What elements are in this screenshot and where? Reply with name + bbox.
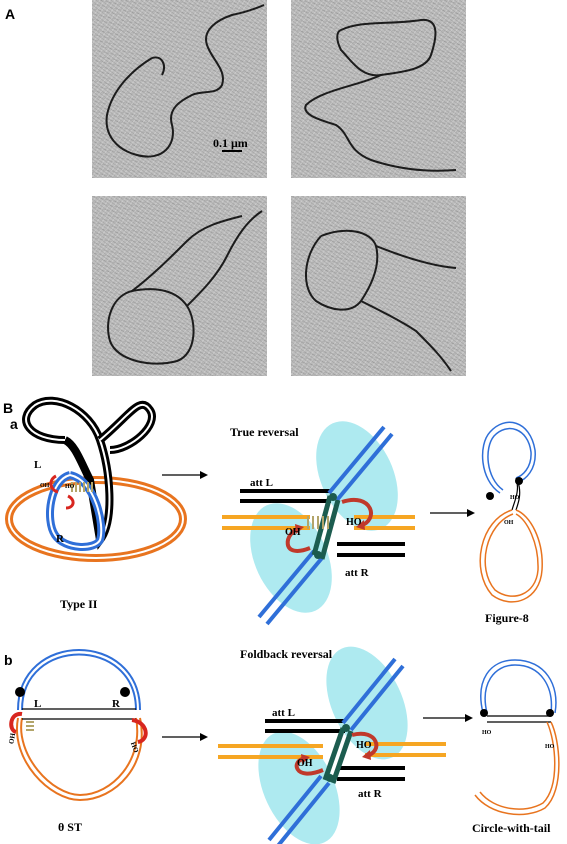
dna-molecule-trace — [304, 18, 457, 172]
label-HO-figure8: HO — [510, 495, 520, 501]
arrowhead — [465, 714, 473, 722]
panel-label-B: B — [3, 400, 14, 416]
circle-with-tail-structure — [474, 659, 560, 816]
arrowhead — [467, 509, 475, 517]
caption-type-ii: Type II — [60, 597, 98, 611]
caption-circle-with-tail: Circle-with-tail — [472, 821, 551, 835]
arrowhead — [200, 733, 208, 741]
label-attL-row-a: att L — [250, 477, 273, 489]
caption-figure-8: Figure-8 — [485, 611, 529, 625]
label-HO-circle-tail-left: HO — [482, 730, 492, 736]
micrograph-top-left: 0.1 μm — [92, 0, 267, 178]
label-R-row-a: R — [56, 533, 65, 545]
label-R-row-b: R — [112, 698, 121, 710]
label-HO-row-b: HO — [356, 740, 372, 751]
true-reversal-structure — [222, 421, 415, 626]
dna-molecule-trace — [304, 229, 457, 372]
label-OH-row-a: OH — [285, 527, 301, 538]
title-true-reversal: True reversal — [230, 425, 299, 439]
dna-molecule-trace — [107, 210, 263, 365]
micrograph-bottom-left — [92, 196, 267, 376]
arrowhead — [200, 471, 208, 479]
label-attR-row-b: att R — [358, 788, 383, 800]
label-L-row-a: L — [34, 459, 41, 471]
label-HO-circle-tail-right: HO — [545, 744, 555, 750]
label-HO-small-row-a: HO — [65, 484, 75, 490]
label-L-row-b: L — [34, 698, 41, 710]
label-attR-row-a: att R — [345, 567, 370, 579]
title-foldback-reversal: Foldback reversal — [240, 647, 333, 661]
label-HO-small-row-b: HO — [129, 741, 140, 754]
panel-label-a: a — [10, 416, 18, 432]
label-OH-figure8: OH — [504, 520, 514, 526]
theta-st-structure — [9, 649, 148, 802]
scale-bar — [222, 150, 242, 152]
label-attL-row-b: att L — [272, 707, 295, 719]
dna-molecule-trace — [105, 4, 265, 158]
scale-bar-label: 0.1 μm — [213, 136, 248, 150]
label-OH-small-row-b: OH — [7, 732, 17, 745]
label-HO-row-a: HO — [346, 517, 362, 528]
figure-8-structure — [479, 421, 543, 603]
panel-label-A: A — [5, 6, 16, 22]
foldback-reversal-structure — [218, 646, 446, 844]
caption-theta-st: θ ST — [58, 820, 82, 834]
label-OH-row-b: OH — [297, 758, 313, 769]
type-ii-structure — [5, 396, 187, 562]
micrograph-top-right — [291, 0, 466, 178]
micrograph-bottom-right — [291, 196, 466, 376]
panel-label-b: b — [4, 652, 13, 668]
label-OH-small-row-a: OH — [40, 483, 50, 489]
